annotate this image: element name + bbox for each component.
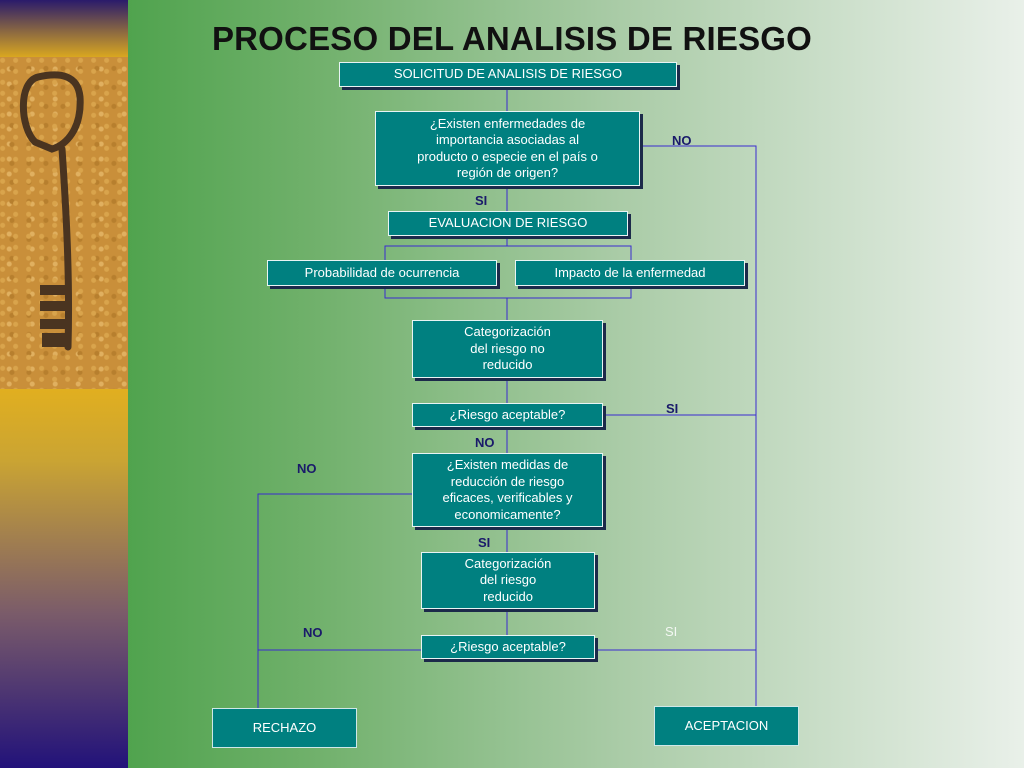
box-cat-no-reducido: Categorización del riesgo no reducido [412, 320, 603, 378]
box-probabilidad: Probabilidad de ocurrencia [267, 260, 497, 286]
box-evaluacion: EVALUACION DE RIESGO [388, 211, 628, 236]
box-impacto: Impacto de la enfermedad [515, 260, 745, 286]
label-no-medidas: NO [297, 461, 317, 476]
box-riesgo-aceptable-1: ¿Riesgo aceptable? [412, 403, 603, 427]
label-no-riesgo-2: NO [303, 625, 323, 640]
box-cat-reducido: Categorización del riesgo reducido [421, 552, 595, 609]
box-riesgo-aceptable-2: ¿Riesgo aceptable? [421, 635, 595, 659]
label-no-riesgo-1: NO [475, 435, 495, 450]
key-icon [19, 71, 84, 351]
label-si-medidas: SI [478, 535, 491, 550]
page-title: PROCESO DEL ANALISIS DE RIESGO [211, 20, 813, 57]
connector-no-to-aceptacion [640, 145, 757, 706]
label-no-enfermedades: NO [672, 133, 692, 148]
key-image [0, 57, 128, 389]
connector-split-top [384, 245, 632, 260]
box-solicitud: SOLICITUD DE ANALISIS DE RIESGO [339, 62, 677, 87]
connector-medidas-no-to-rechazo [257, 493, 412, 708]
label-si-enfermedades: SI [475, 193, 488, 208]
connector-split-bottom [384, 287, 632, 299]
box-medidas: ¿Existen medidas de reducción de riesgo … [412, 453, 603, 527]
box-existen-enfermedades: ¿Existen enfermedades de importancia aso… [375, 111, 640, 186]
label-si-riesgo-1: SI [666, 401, 679, 416]
box-rechazo: RECHAZO [212, 708, 357, 748]
label-si-riesgo-2: SI [665, 624, 678, 639]
box-aceptacion: ACEPTACION [654, 706, 799, 746]
